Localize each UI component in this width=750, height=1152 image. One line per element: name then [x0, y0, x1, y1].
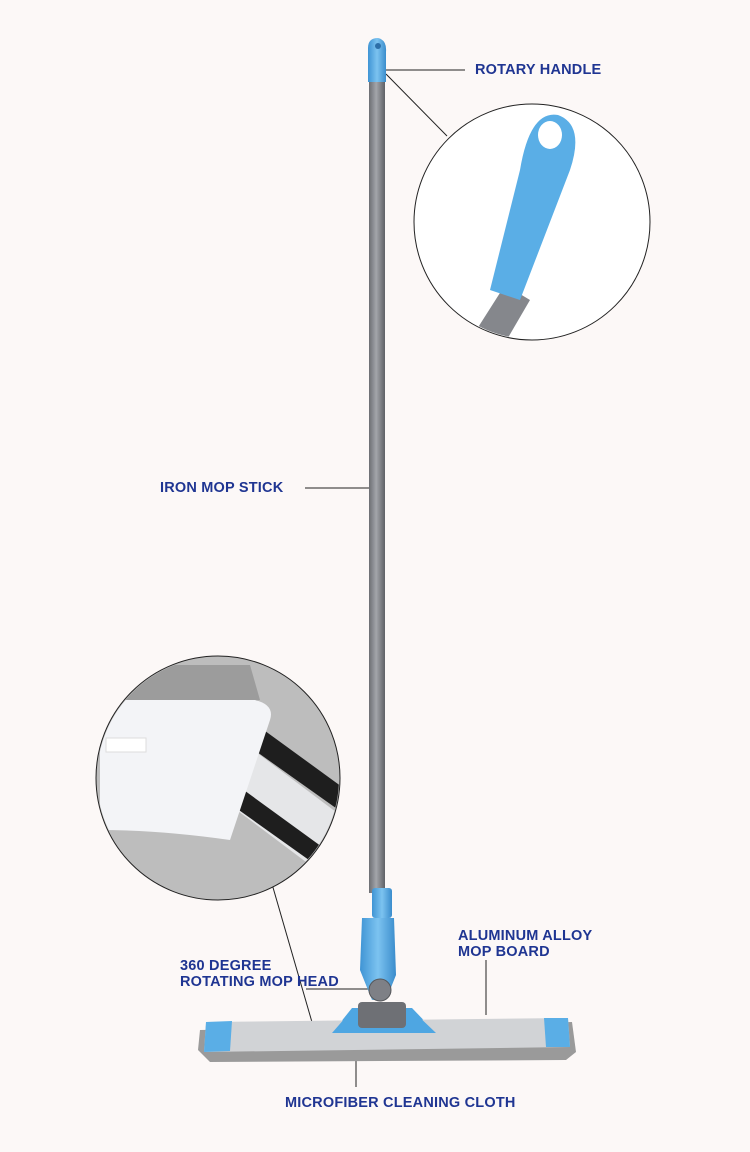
cloth-detail-circle	[95, 655, 341, 901]
swivel-joint	[368, 978, 392, 1002]
label-board-line2: MOP BOARD	[458, 944, 550, 960]
iron-mop-stick	[369, 78, 385, 893]
label-iron-mop-stick: IRON MOP STICK	[160, 480, 284, 496]
label-cleaning-cloth: MICROFIBER CLEANING CLOTH	[285, 1095, 516, 1111]
handle-detail-circle	[413, 103, 651, 341]
leader-lines	[271, 69, 487, 1087]
rotary-handle	[368, 38, 387, 82]
label-rotating-mop-head: 360 DEGREE ROTATING MOP HEAD	[180, 958, 339, 990]
label-rotary-handle: ROTARY HANDLE	[475, 62, 602, 78]
label-mop-board: ALUMINUM ALLOY MOP BOARD	[458, 928, 592, 960]
aluminum-mop-board	[204, 1018, 570, 1052]
label-rotating-line2: ROTATING MOP HEAD	[180, 974, 339, 990]
label-board-line1: ALUMINUM ALLOY	[458, 928, 593, 944]
label-rotating-line1: 360 DEGREE	[180, 958, 272, 974]
